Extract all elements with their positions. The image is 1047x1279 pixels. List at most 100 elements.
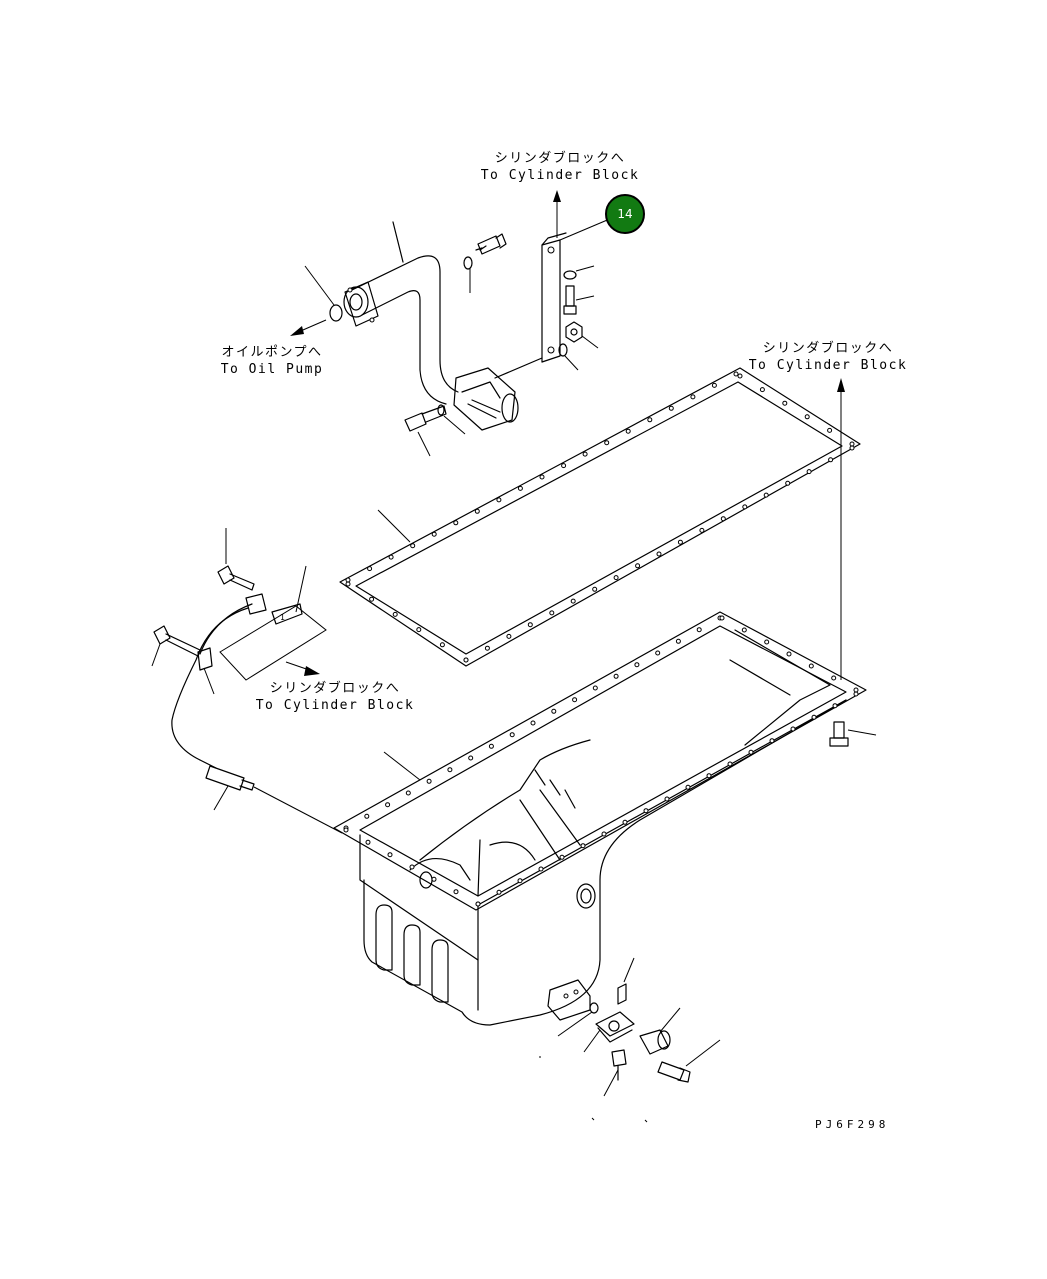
bolt-hole <box>742 504 748 510</box>
arrow-right-to-cylinder-block <box>837 378 845 680</box>
bolt-hole <box>416 627 422 633</box>
bolt-hole <box>538 866 544 872</box>
label-to-cylinder-block-sensor: シリンダブロックへ To Cylinder Block <box>255 681 415 713</box>
bolt-hole <box>527 622 533 628</box>
bolt-hole <box>601 831 607 837</box>
o-ring <box>304 265 343 322</box>
bolt-hole <box>785 480 791 486</box>
bolt-hole <box>769 738 775 744</box>
support-bracket <box>494 190 613 379</box>
bolt-hole <box>387 852 393 858</box>
label-to-cylinder-block-right: シリンダブロックへ To Cylinder Block <box>748 341 908 373</box>
bolt-hole <box>551 708 557 714</box>
bolt-hole <box>625 428 631 434</box>
bolt-hole <box>711 382 717 388</box>
bolt-hole <box>453 520 459 526</box>
bolt-hole <box>635 563 641 569</box>
bolt-hole <box>345 577 351 583</box>
bolt-top <box>463 233 507 293</box>
bolt-hole <box>759 387 765 393</box>
bolt-hole <box>506 633 512 639</box>
bolt-hole <box>664 796 670 802</box>
bolt-hole <box>733 371 739 377</box>
oil-level-sensor: 1 <box>151 528 343 834</box>
bolt-hole <box>647 417 653 423</box>
bolt-hole <box>559 854 565 860</box>
bolt-hole <box>367 566 373 572</box>
bolt-hole <box>806 469 812 475</box>
bolt-hole <box>782 400 788 406</box>
bolt-hole <box>549 610 555 616</box>
label-to-oil-pump: オイルポンプへ To Oil Pump <box>220 345 324 377</box>
bolt-hole <box>831 675 837 681</box>
bolt-right <box>829 721 877 747</box>
bolt-hole <box>453 889 459 895</box>
bolt-hole <box>696 627 702 633</box>
suction-pipe <box>343 221 519 431</box>
bolt-hole <box>592 586 598 592</box>
bolt-hole <box>604 440 610 446</box>
bolt-hole <box>409 864 415 870</box>
bolt-hole <box>622 819 628 825</box>
bolt-hole <box>655 650 661 656</box>
bolt-hole <box>804 414 810 420</box>
bolt-hole <box>853 691 859 697</box>
svg-text:1: 1 <box>280 613 285 622</box>
bolt-hole <box>572 697 578 703</box>
bolt-hole <box>431 531 437 537</box>
bolt-hole <box>613 673 619 679</box>
bolt-strainer <box>404 404 466 457</box>
bolt-hole <box>488 743 494 749</box>
bolt-hole <box>365 839 371 845</box>
bolt-hole <box>517 878 523 884</box>
bolt-hole <box>613 575 619 581</box>
bolt-hole <box>475 901 481 907</box>
bolt-hole <box>496 889 502 895</box>
bolt-hole <box>675 638 681 644</box>
arrow-to-oil-pump <box>290 319 327 336</box>
bolt-hole <box>509 732 515 738</box>
bolt-hole <box>405 790 411 796</box>
part-callout-badge[interactable]: 14 <box>605 194 645 234</box>
label-to-cylinder-block-top: シリンダブロックへ To Cylinder Block <box>480 151 640 183</box>
bolt-hole <box>764 639 770 645</box>
bolt-hole <box>385 802 391 808</box>
bolt-hole <box>677 539 683 545</box>
bolt-hole <box>853 687 859 693</box>
bolt-hole <box>643 808 649 814</box>
bolt-hole <box>763 492 769 498</box>
oil-pan-gasket <box>339 367 861 667</box>
bolt-hole <box>463 657 469 663</box>
bolt-hole <box>410 543 416 549</box>
bolt-hole <box>748 749 754 755</box>
bolt-hole <box>634 662 640 668</box>
bolt-hole <box>706 773 712 779</box>
bolt-hole <box>539 474 545 480</box>
bolt-hole <box>474 508 480 514</box>
bolt-hole <box>426 778 432 784</box>
bolt-hole <box>343 827 349 833</box>
bolt-hole <box>720 516 726 522</box>
oil-pan <box>333 611 867 1026</box>
bolt-hole <box>790 726 796 732</box>
bolt-hole <box>530 720 536 726</box>
bolt-hole <box>484 645 490 651</box>
bolt-hole <box>849 445 855 451</box>
drain-parts <box>539 957 721 1123</box>
bolt-hole <box>699 527 705 533</box>
bolt-hole <box>727 761 733 767</box>
bolt-hole <box>668 405 674 411</box>
bolt-hole <box>439 642 445 648</box>
bolt-hole <box>345 581 351 587</box>
bolt-hole <box>431 876 437 882</box>
bolt-hole <box>808 663 814 669</box>
bolt-hole <box>468 755 474 761</box>
bolt-hole <box>364 813 370 819</box>
bolt-hole <box>849 441 855 447</box>
bolt-hole <box>737 373 743 379</box>
drawing-code: PJ6F298 <box>815 1118 890 1131</box>
bolt-hole <box>592 685 598 691</box>
bolt-hole <box>741 627 747 633</box>
bolt-hole <box>685 784 691 790</box>
